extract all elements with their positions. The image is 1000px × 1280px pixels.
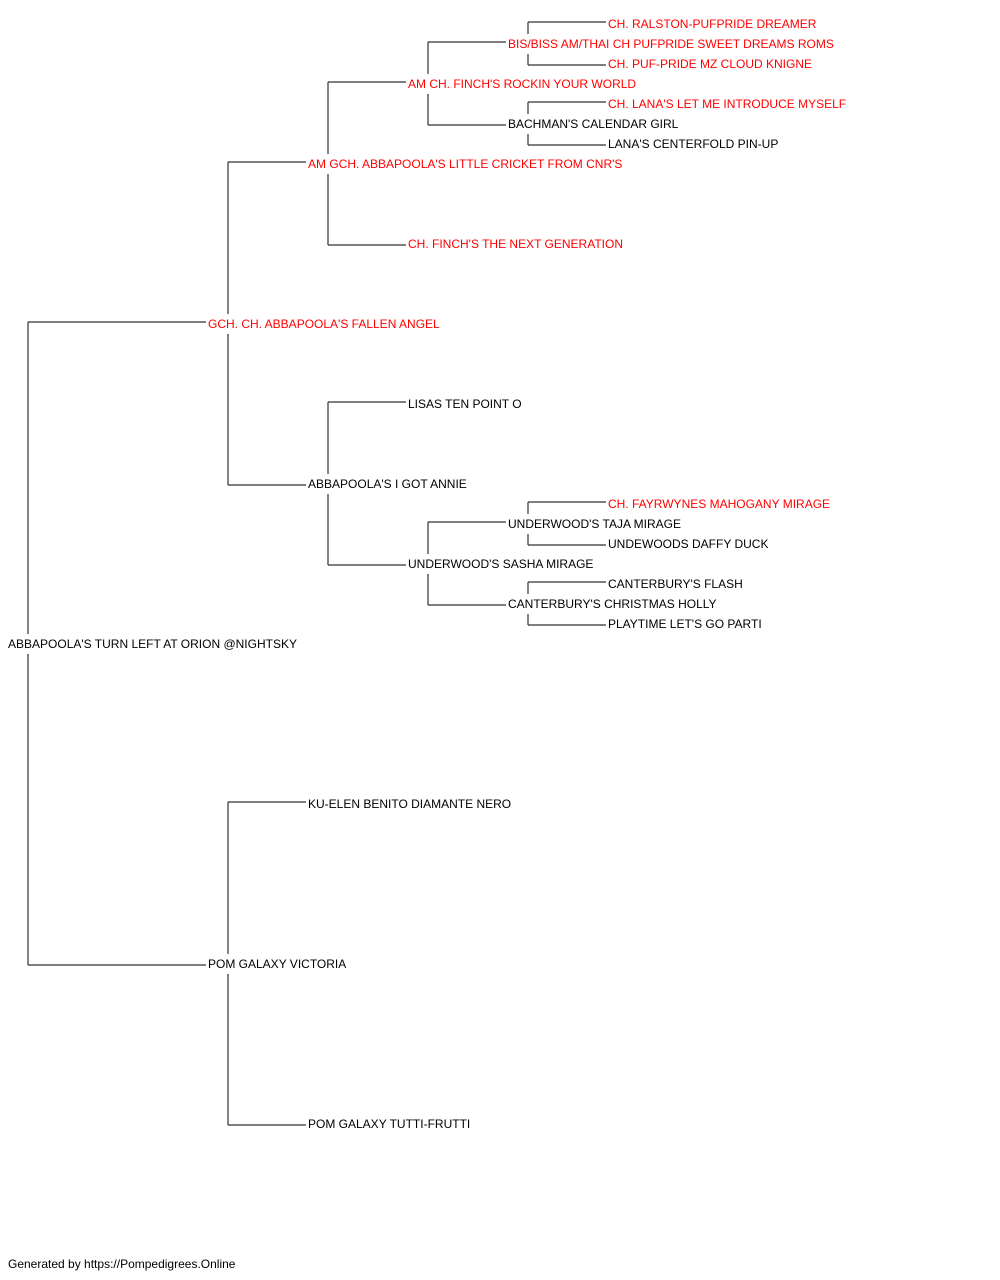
dog-name-pedigree.sire.sire.dam: CH. FINCH'S THE NEXT GENERATION (408, 237, 623, 251)
dog-name-pedigree.sire.sire.sire.dam.dam: LANA'S CENTERFOLD PIN-UP (608, 137, 778, 151)
dog-name-pedigree.sire.dam.sire: LISAS TEN POINT O (408, 397, 522, 411)
dog-name-pedigree.sire.sire.sire.sire.sire: CH. RALSTON-PUFPRIDE DREAMER (608, 17, 817, 31)
dog-name-pedigree: ABBAPOOLA'S TURN LEFT AT ORION @NIGHTSKY (8, 637, 297, 651)
dog-name-pedigree.sire: GCH. CH. ABBAPOOLA'S FALLEN ANGEL (208, 317, 440, 331)
dog-name-pedigree.sire.dam.dam.sire.sire: CH. FAYRWYNES MAHOGANY MIRAGE (608, 497, 830, 511)
dog-name-pedigree.dam: POM GALAXY VICTORIA (208, 957, 346, 971)
dog-name-pedigree.sire.sire.sire.dam.sire: CH. LANA'S LET ME INTRODUCE MYSELF (608, 97, 846, 111)
dog-name-pedigree.sire.sire.sire.sire.dam: CH. PUF-PRIDE MZ CLOUD KNIGNE (608, 57, 812, 71)
dog-name-pedigree.sire.sire.sire.dam: BACHMAN'S CALENDAR GIRL (508, 117, 679, 131)
dog-name-pedigree.sire.dam.dam.dam: CANTERBURY'S CHRISTMAS HOLLY (508, 597, 717, 611)
dog-name-pedigree.sire.sire.sire: AM CH. FINCH'S ROCKIN YOUR WORLD (408, 77, 636, 91)
dog-name-pedigree.sire.dam.dam.dam.sire: CANTERBURY'S FLASH (608, 577, 743, 591)
dog-name-pedigree.sire.dam: ABBAPOOLA'S I GOT ANNIE (308, 477, 467, 491)
dog-name-pedigree.sire.dam.dam: UNDERWOOD'S SASHA MIRAGE (408, 557, 593, 571)
dog-name-pedigree.dam.sire: KU-ELEN BENITO DIAMANTE NERO (308, 797, 511, 811)
dog-name-pedigree.sire.dam.dam.dam.dam: PLAYTIME LET'S GO PARTI (608, 617, 762, 631)
dog-name-pedigree.sire.sire.sire.sire: BIS/BISS AM/THAI CH PUFPRIDE SWEET DREAM… (508, 37, 834, 51)
dog-name-pedigree.dam.dam: POM GALAXY TUTTI-FRUTTI (308, 1117, 470, 1131)
dog-name-pedigree.sire.dam.dam.sire: UNDERWOOD'S TAJA MIRAGE (508, 517, 681, 531)
dog-name-pedigree.sire.sire: AM GCH. ABBAPOOLA'S LITTLE CRICKET FROM … (308, 157, 622, 171)
footer-credit: Generated by https://Pompedigrees.Online (8, 1257, 236, 1271)
dog-name-pedigree.sire.dam.dam.sire.dam: UNDEWOODS DAFFY DUCK (608, 537, 768, 551)
